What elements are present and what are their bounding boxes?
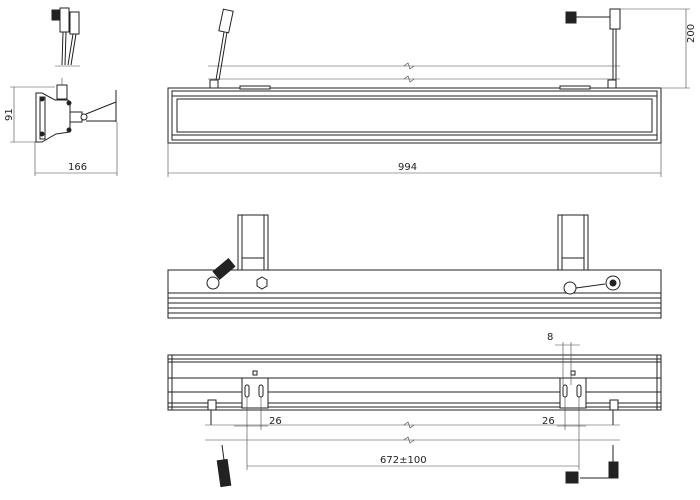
dimension-label-26-left: 26: [269, 416, 282, 427]
dimension-label-166: 166: [68, 162, 87, 173]
dimension-label-672: 672±100: [380, 455, 427, 466]
cable-length-line-bottom: [205, 421, 620, 444]
front-view: [167, 214, 662, 319]
dimension-200: 200: [620, 8, 697, 89]
cable-length-line: [208, 62, 620, 83]
dimension-label-91: 91: [4, 108, 15, 121]
bracket-plate-right: [559, 370, 587, 409]
connector-cable-left: [209, 8, 234, 89]
connector-cable-bottom-right: [565, 399, 619, 484]
dimension-672: 672±100: [247, 455, 579, 467]
dimension-166: 166: [34, 122, 118, 176]
bracket-plate-left: [241, 370, 269, 409]
side-view: 91 166: [4, 7, 118, 176]
dimension-8: 8: [547, 332, 580, 385]
dimension-label-994: 994: [398, 162, 417, 173]
dimension-26-right: 26: [542, 397, 586, 470]
dimension-label-200: 200: [686, 24, 697, 43]
top-view: 200 994: [167, 8, 697, 177]
dimension-label-26-right: 26: [542, 416, 555, 427]
mounting-bracket-right: [557, 214, 589, 271]
connector-cables-side: [51, 7, 80, 67]
connector-cable-right: [565, 8, 621, 89]
side-profile-body: [35, 78, 117, 143]
bottom-view: 8 26 26 672±100: [167, 332, 662, 488]
dimension-994: 994: [167, 143, 662, 177]
dimension-26-left: 26: [234, 397, 282, 470]
dimension-label-8: 8: [547, 332, 553, 343]
mounting-bracket-left: [237, 214, 269, 271]
dimension-91: 91: [4, 86, 55, 143]
connector-cable-bottom-left: [207, 399, 232, 488]
